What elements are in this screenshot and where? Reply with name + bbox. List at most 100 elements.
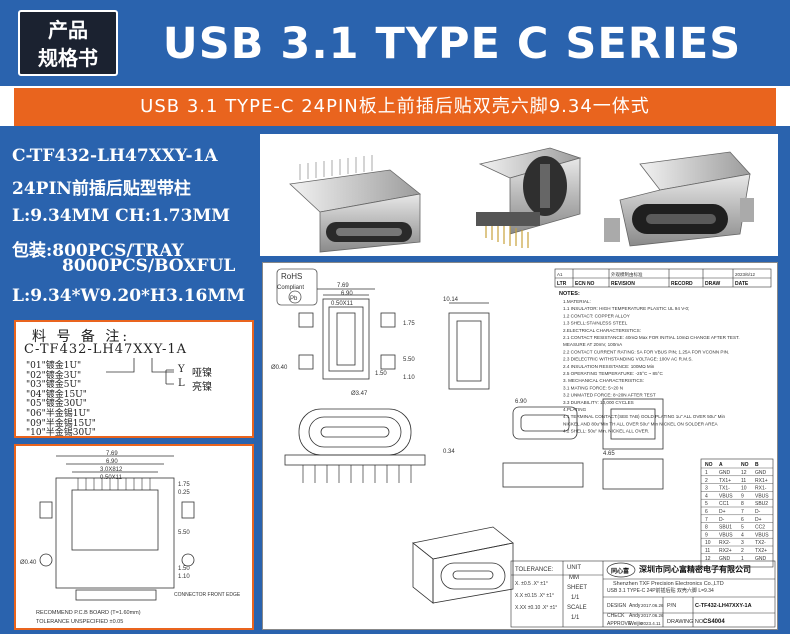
tolerance-row: X.X ±0.15 .X° ±1° (515, 593, 554, 599)
pin-cell: 2 (705, 478, 708, 484)
tolerance-rows: X. ±0.5 .X° ±1°X.X ±0.15 .X° ±1°X.XX ±0.… (515, 581, 557, 611)
rev-row-cell: 外观模制由标准 (611, 271, 643, 278)
note-line: 2.ELECTRICAL CHARACTERISTICS: (563, 328, 641, 333)
note-line: MEASURE AT 20mV, 100mA (563, 342, 623, 347)
dim-110: 1.10 (403, 375, 415, 381)
spec-model: C-TF432-LH47XXY-1A (12, 146, 218, 166)
pin-cell: D+ (755, 517, 762, 523)
revision-table (554, 268, 772, 288)
pin-cell: CC2 (755, 525, 765, 531)
pcb-dim-110: 1.10 (178, 574, 190, 580)
unit-val: MM (569, 575, 579, 581)
note-line: 3.1 MATING FORCE: 5~20 N (563, 385, 623, 390)
company-cn: 深圳市同心富精密电子有限公司 (639, 564, 751, 574)
dim-465: 4.65 (603, 451, 615, 457)
side-view (448, 302, 490, 390)
connector-photos-svg (289, 147, 754, 253)
design-label: DESIGN (607, 603, 627, 609)
pcb-dim-769: 7.69 (106, 451, 118, 457)
dim-175: 1.75 (403, 321, 415, 327)
pin-cell: D- (755, 509, 761, 515)
pcb-dim-025: 0.25 (178, 490, 190, 496)
date3: 2023.4.11 (641, 621, 661, 626)
code-option: "05"镀金30U" (26, 399, 87, 410)
code-y: Y (178, 364, 185, 375)
pin-cell: 2 (741, 548, 744, 554)
spec-size: L:9.34*W9.20*H3.16MM (12, 286, 246, 306)
photo-3 (604, 151, 754, 247)
pin-cell: 7 (705, 517, 708, 523)
engineering-drawing: RoHS Compliant Pb 7.69 6.90 0.50X11 1.75… (262, 262, 778, 630)
pin-cell: 9 (741, 493, 744, 499)
pin-cell: 12 (705, 556, 711, 562)
pin-cell: 10 (705, 540, 711, 546)
dim-550: 5.50 (403, 357, 415, 363)
pin-cell: 4 (705, 493, 708, 499)
pin-cell: VBUS (719, 532, 733, 538)
pin-cell: 5 (705, 501, 708, 507)
pin-cell: VBUS (719, 493, 733, 499)
code-option: "10"半金锡30U" (26, 428, 96, 439)
code-suffix1: 哑镍 (192, 368, 212, 379)
tol-label: TOLERANCE: (515, 567, 554, 573)
rev-header-cell: DATE (735, 281, 749, 287)
pin-cell: 8 (705, 525, 708, 531)
note-line: 1.3 SHELL:STAINLESS STEEL (563, 321, 628, 326)
spec-desc: 24PIN前插后贴型带柱 (12, 179, 191, 199)
pin-cell: 3 (705, 486, 708, 492)
pin-header-cell: NO (741, 462, 749, 468)
pin-cell: 10 (741, 486, 747, 492)
check-label: CHECK (607, 613, 625, 619)
pin-cell: GND (755, 556, 767, 562)
pn-val: C-TF432-LH47XXY-1A (695, 603, 752, 609)
note-line: 4.2 SHELL: 50u" Min. NICKEL ALL OVER. (563, 429, 649, 434)
dim-769: 7.69 (337, 283, 349, 289)
pcb-dim-050: 0.50X11 (100, 475, 123, 481)
pin-header-cell: NO (705, 462, 713, 468)
pin-header-cell: B (755, 462, 759, 468)
pin-cell: 6 (741, 517, 744, 523)
pin-cell: 1 (741, 556, 744, 562)
pin-cell: CC1 (719, 501, 729, 507)
rev-header-cell: ECN NO (575, 281, 595, 287)
dim-347: Ø3.47 (351, 391, 368, 397)
approve-name: Weijie (629, 621, 643, 627)
spec-sheet-badge: 产品 规格书 (18, 10, 118, 76)
pin-cell: TX2+ (755, 548, 767, 554)
code-option: "09"半金锡15U" (26, 418, 96, 429)
badge-line2: 规格书 (38, 46, 98, 70)
front-view (284, 408, 426, 483)
pin-cell: TX1+ (719, 478, 731, 484)
approve-label: APPROVE (607, 621, 632, 627)
rev-header-cell: LTR (557, 281, 567, 287)
pin-cell: TX1- (719, 486, 730, 492)
pin-cell: SBU2 (755, 501, 768, 507)
pin-table (700, 458, 774, 568)
pin-cell: RX2- (719, 540, 731, 546)
design-name: Andy (629, 603, 641, 609)
dim-050: 0.50X11 (331, 301, 354, 307)
part-code-box: 料 号 备 注: C-TF432-LH47XXY-1A "01"镀金1U""02… (14, 320, 254, 438)
company-logo: 同心富 (606, 562, 636, 578)
note-line: 2.2 CONTACT CURRENT RATING: 5A FOR VBUS … (563, 349, 729, 354)
dim-040: Ø0.40 (271, 365, 288, 371)
connector-front: CONNECTOR FRONT EDGE (174, 592, 241, 598)
code-title: 料 号 备 注: (32, 329, 131, 345)
pin-cell: 5 (741, 525, 744, 531)
date1: 2017.06.26 (641, 603, 664, 608)
code-option: "06"半金锡1U" (26, 409, 91, 419)
note-line: 3.2 UNMATED FORCE: 8~20N AFTER TEST (563, 393, 656, 398)
code-option: "01"镀金1U" (26, 361, 82, 371)
code-model: C-TF432-LH47XXY-1A (24, 342, 187, 357)
iso-view (412, 526, 514, 604)
rohs-compliant: Compliant (277, 285, 304, 291)
note-line: 4.1 TERMINAL CONTACT:(SEE TAB) GOLD PLAT… (563, 414, 725, 419)
pin-cell: SBU1 (719, 525, 732, 531)
spec-pack1: 包装:800PCS/TRAY (12, 241, 184, 261)
pin-cell: VBUS (755, 532, 769, 538)
rev-row-cell: 2023/6/12 (735, 272, 756, 277)
tolerance-row: X. ±0.5 .X° ±1° (515, 581, 548, 587)
pin-cell: 1 (705, 470, 708, 476)
pin-cell: 3 (741, 540, 744, 546)
